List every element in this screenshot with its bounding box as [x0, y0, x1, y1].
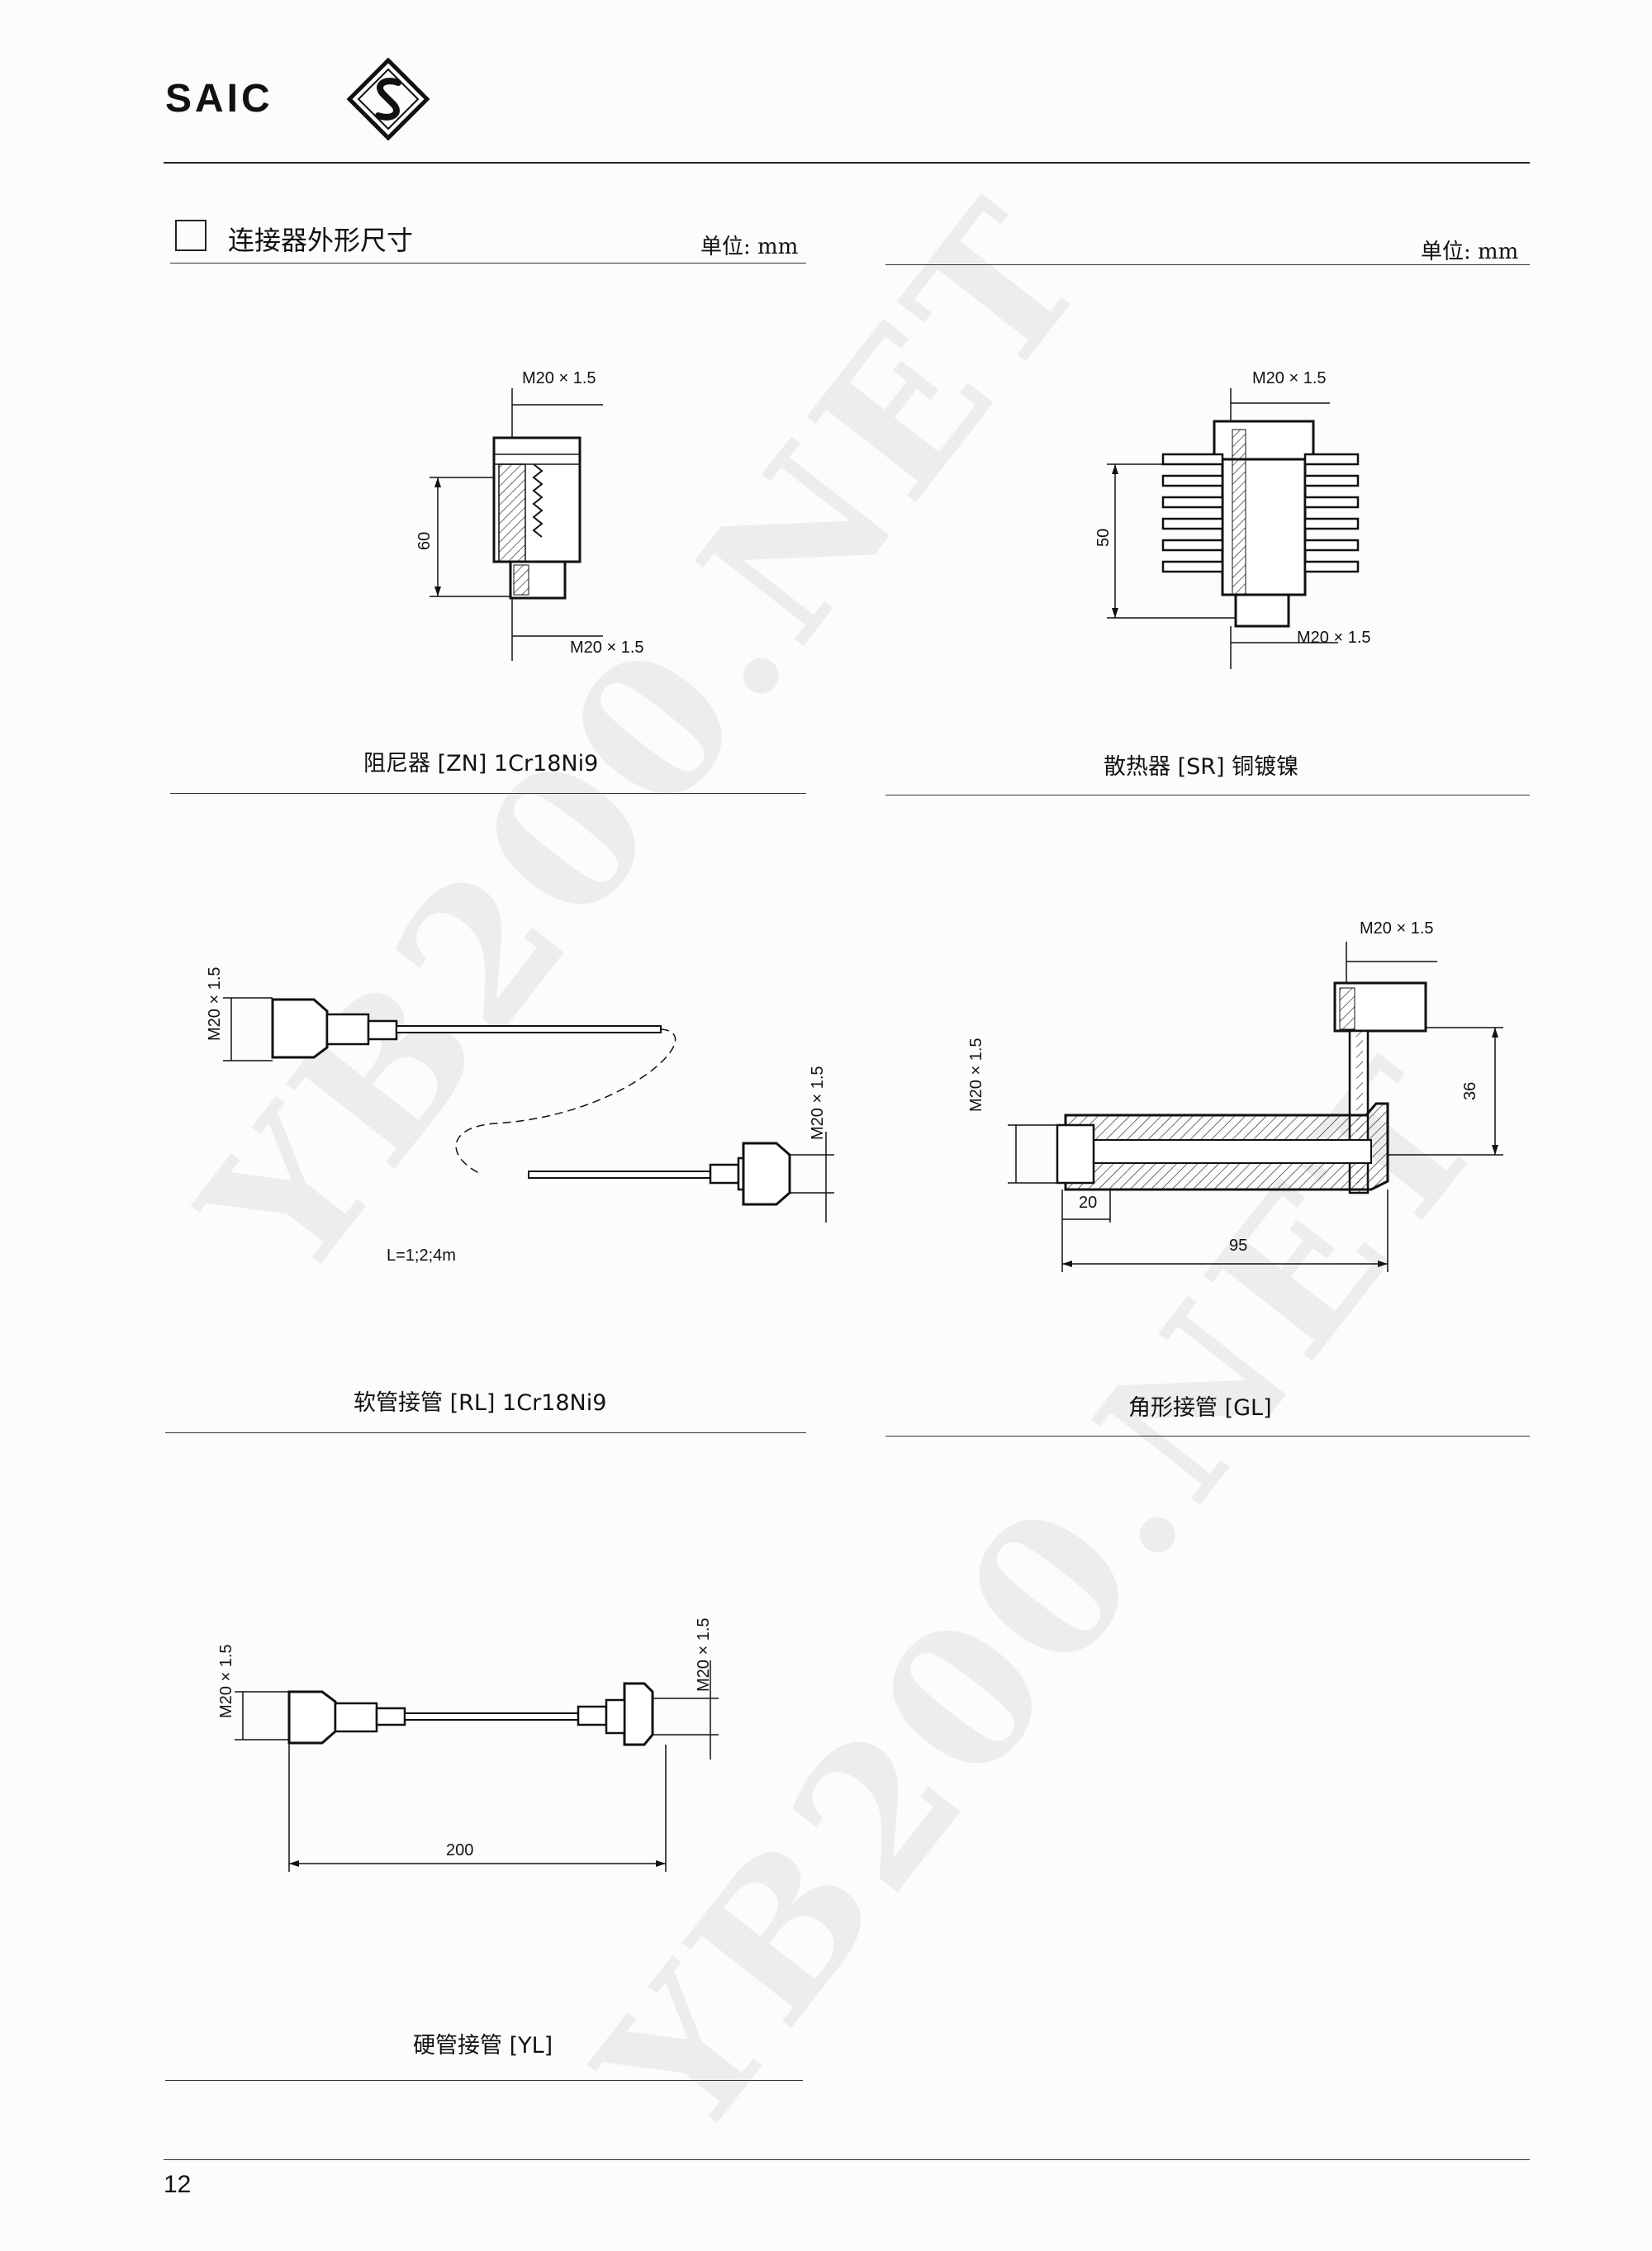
rl-length-note: L=1;2;4m: [387, 1247, 456, 1265]
rule-gl: [885, 1436, 1530, 1437]
saic-logo-icon: [347, 58, 430, 140]
rule-yl: [165, 2080, 803, 2081]
section-rule-left: [170, 263, 806, 264]
caption-rl: 软管接管 [RL] 1Cr18Ni9: [354, 1390, 607, 1416]
zn-dim-bottom: M20 × 1.5: [570, 639, 644, 657]
zn-dim-top: M20 × 1.5: [522, 369, 596, 387]
figure-zn-damper: M20 × 1.5 M20 × 1.5 60: [415, 369, 644, 661]
caption-gl: 角形接管 [GL]: [1128, 1395, 1272, 1421]
sr-dim-height: 50: [1094, 529, 1113, 547]
gl-dim-top: M20 × 1.5: [1360, 919, 1434, 938]
gl-dim-left: M20 × 1.5: [967, 1038, 985, 1112]
section-rule-right: [885, 264, 1530, 265]
section-checkbox: [175, 220, 206, 251]
caption-yl: 硬管接管 [YL]: [413, 2033, 553, 2059]
gl-dim-length: 95: [1229, 1237, 1247, 1255]
yl-dim-left: M20 × 1.5: [217, 1644, 235, 1718]
figure-sr-radiator: M20 × 1.5 M20 × 1.5 50: [1094, 369, 1371, 669]
yl-dim-right: M20 × 1.5: [695, 1617, 713, 1692]
page-number: 12: [164, 2171, 192, 2198]
gl-dim-height: 36: [1461, 1082, 1479, 1100]
section-title: 连接器外形尺寸: [228, 225, 414, 256]
rule-rl: [165, 1432, 806, 1433]
figure-yl-rigid: M20 × 1.5 M20 × 1.5 200: [217, 1617, 719, 1872]
unit-right: 单位: mm: [1421, 240, 1519, 264]
figure-gl-angle: M20 × 1.5 M20 × 1.5 36 20 95: [967, 919, 1503, 1272]
unit-left: 单位: mm: [700, 235, 799, 259]
rl-dim-right: M20 × 1.5: [809, 1066, 827, 1140]
gl-dim-short: 20: [1079, 1194, 1097, 1212]
header-rule: [164, 162, 1530, 164]
logo-text: SAIC: [165, 77, 273, 121]
rl-dim-left: M20 × 1.5: [206, 966, 224, 1041]
figure-rl-hose: M20 × 1.5 M20 × 1.5 L=1;2;4m: [206, 966, 834, 1265]
caption-zn: 阻尼器 [ZN] 1Cr18Ni9: [363, 751, 599, 776]
yl-dim-length: 200: [446, 1841, 473, 1859]
footer-rule: [164, 2159, 1530, 2160]
sr-dim-bottom: M20 × 1.5: [1297, 629, 1371, 647]
zn-dim-height: 60: [415, 532, 434, 550]
rule-zn: [170, 793, 806, 794]
sr-dim-top: M20 × 1.5: [1252, 369, 1327, 387]
caption-sr: 散热器 [SR] 铜镀镍: [1104, 754, 1299, 780]
